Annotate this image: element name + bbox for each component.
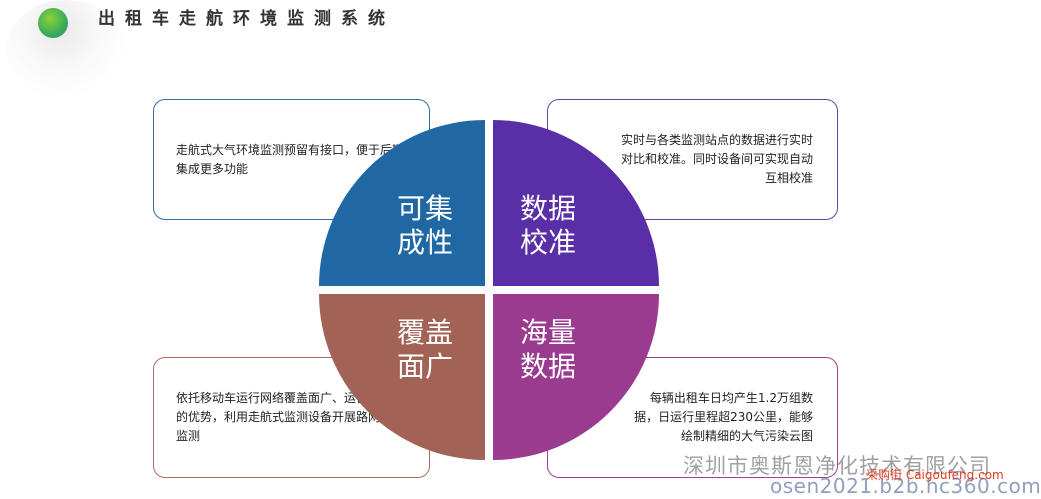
watermark-site: 采购街 Caigoufeng.com — [866, 468, 1004, 482]
card-wide-coverage-text: 依托移动车运行网络覆盖面广、运营成本低的优势，利用走航式监测设备开展路网环境监测 — [176, 391, 405, 443]
quadrant-data-calibration-line2: 校准 — [519, 226, 576, 259]
card-integrability-text: 走航式大气环境监测预留有接口，便于后期集成更多功能 — [176, 142, 405, 176]
quadrant-data-calibration-line1: 数据 — [519, 192, 576, 225]
card-massive-data-text: 每辆出租车日均产生1.2万组数据，日运行里程超230公里，能够绘制精细的大气污染… — [634, 391, 813, 443]
card-data-calibration-text: 实时与各类监测站点的数据进行实时对比和校准。同时设备间可实现自动互相校准 — [620, 133, 813, 185]
quadrant-wide-coverage — [319, 294, 485, 460]
quadrant-massive-data — [493, 294, 659, 460]
quadrant-massive-data-line1: 海量 — [519, 316, 576, 349]
quadrant-integrability — [319, 120, 485, 286]
quadrant-integrability-line1: 可集 — [396, 192, 453, 225]
watermark-url: osen2021.b2b.hc360.com — [770, 474, 1041, 498]
quadrant-wide-coverage-label: 覆盖 面广 — [370, 316, 480, 384]
quadrant-massive-data-label: 海量 数据 — [493, 316, 603, 384]
quadrant-integrability-line2: 成性 — [396, 226, 453, 259]
quadrant-data-calibration — [493, 120, 659, 286]
quadrant-wide-coverage-line2: 面广 — [396, 350, 453, 383]
page-title: 出租车走航环境监测系统 — [98, 9, 395, 29]
quadrant-integrability-label: 可集 成性 — [370, 192, 480, 260]
quadrant-data-calibration-label: 数据 校准 — [493, 192, 603, 260]
quadrant-massive-data-line2: 数据 — [519, 350, 576, 383]
watermark-company: 深圳市奥斯恩净化技术有限公司 — [683, 454, 991, 478]
logo-circle-icon — [38, 8, 68, 38]
quadrant-wide-coverage-line1: 覆盖 — [396, 316, 453, 349]
